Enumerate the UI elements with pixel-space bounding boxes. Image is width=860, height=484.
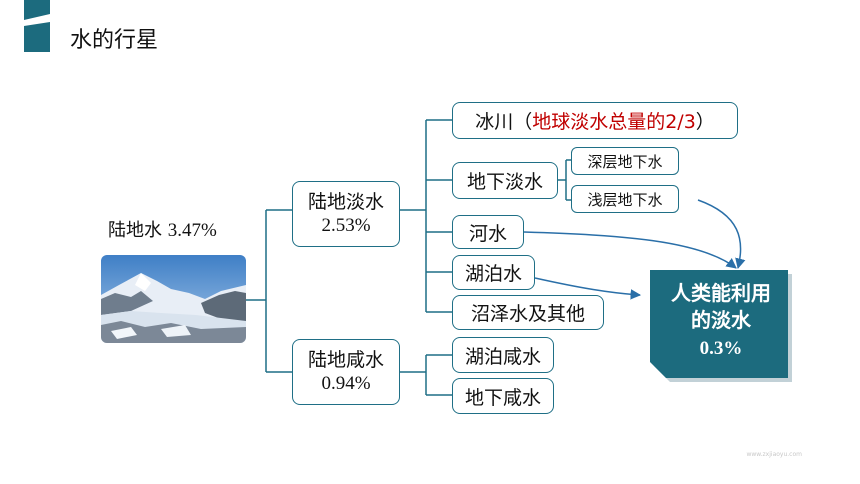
deep-groundwater-box: 深层地下水 bbox=[571, 147, 679, 175]
arrow-river bbox=[523, 231, 737, 269]
arrow-shallow-groundwater bbox=[697, 199, 746, 270]
saline-groundwater-label: 地下咸水 bbox=[464, 386, 541, 409]
glacier-note: 地球淡水总量的2/3 bbox=[532, 111, 696, 133]
root-name: 陆地水 bbox=[108, 220, 162, 241]
swamp-label: 沼泽水及其他 bbox=[470, 303, 585, 325]
root-value: 3.47% bbox=[167, 220, 217, 241]
shallow-groundwater-box: 浅层地下水 bbox=[571, 185, 679, 213]
fresh-water-value: 2.53% bbox=[321, 215, 371, 236]
swamp-box: 沼泽水及其他 bbox=[452, 295, 604, 330]
fresh-water-box: 陆地淡水 2.53% bbox=[292, 181, 400, 247]
saline-groundwater-box: 地下咸水 bbox=[452, 378, 554, 414]
header-decoration bbox=[24, 0, 50, 52]
lake-label: 湖泊水 bbox=[464, 263, 522, 285]
groundwater-label: 地下淡水 bbox=[466, 171, 543, 193]
glacier-close: ） bbox=[695, 111, 715, 133]
river-box: 河水 bbox=[452, 215, 524, 249]
fresh-water-label: 陆地淡水 bbox=[307, 191, 384, 213]
snow-mountain-photo bbox=[101, 255, 246, 343]
arrow-lake bbox=[534, 277, 642, 300]
saline-lake-box: 湖泊咸水 bbox=[452, 337, 554, 373]
usable-freshwater-box bbox=[650, 270, 792, 382]
usable-freshwater-value: 0.3% bbox=[699, 338, 743, 359]
lake-box: 湖泊水 bbox=[452, 255, 535, 290]
watermark: www.zxjiaoyu.com bbox=[746, 451, 802, 458]
saline-lake-label: 湖泊咸水 bbox=[464, 345, 541, 368]
usable-freshwater-text: 人类能利用的淡水 0.3% bbox=[654, 280, 788, 360]
deep-groundwater-label: 深层地下水 bbox=[587, 152, 663, 171]
river-label: 河水 bbox=[468, 222, 507, 245]
glacier-box: 冰川（地球淡水总量的2/3） bbox=[452, 102, 738, 139]
root-label: 陆地水 3.47% bbox=[108, 216, 217, 242]
saline-water-value: 0.94% bbox=[321, 373, 371, 394]
shallow-groundwater-label: 浅层地下水 bbox=[587, 190, 663, 209]
page-title: 水的行星 bbox=[70, 28, 159, 53]
glacier-label: 冰川（ bbox=[475, 111, 533, 133]
saline-water-box: 陆地咸水 0.94% bbox=[292, 339, 400, 405]
saline-water-label: 陆地咸水 bbox=[307, 349, 384, 371]
groundwater-box: 地下淡水 bbox=[452, 162, 558, 199]
usable-freshwater-label: 人类能利用的淡水 bbox=[671, 281, 771, 332]
